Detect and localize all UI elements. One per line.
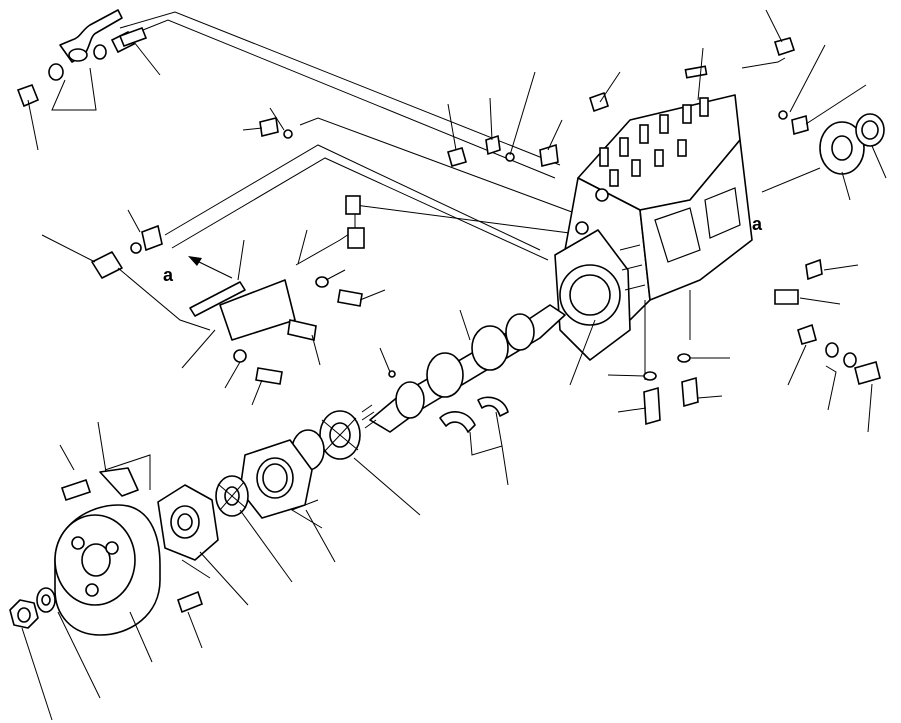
drive-flange xyxy=(54,504,161,636)
housing-bolts xyxy=(447,37,881,426)
bearing-halves xyxy=(439,396,509,433)
pump-housing xyxy=(554,94,753,380)
drive-gear-front xyxy=(319,410,361,460)
routing-lines xyxy=(119,11,586,261)
camshaft xyxy=(361,304,566,433)
lock-plate-bolt xyxy=(60,454,151,502)
sensor-assembly xyxy=(91,117,365,385)
ref-label-right: a xyxy=(752,214,763,234)
leader-lines xyxy=(21,9,887,721)
nut-and-washer xyxy=(9,587,56,629)
adapter-flange xyxy=(157,484,219,614)
drive-coupling-right xyxy=(819,113,885,175)
ref-label-left: a xyxy=(163,265,174,285)
plunger-studs xyxy=(575,97,709,235)
coupling-hub xyxy=(215,475,249,517)
fuel-line-fittings xyxy=(16,9,148,108)
key-plate xyxy=(684,65,708,79)
